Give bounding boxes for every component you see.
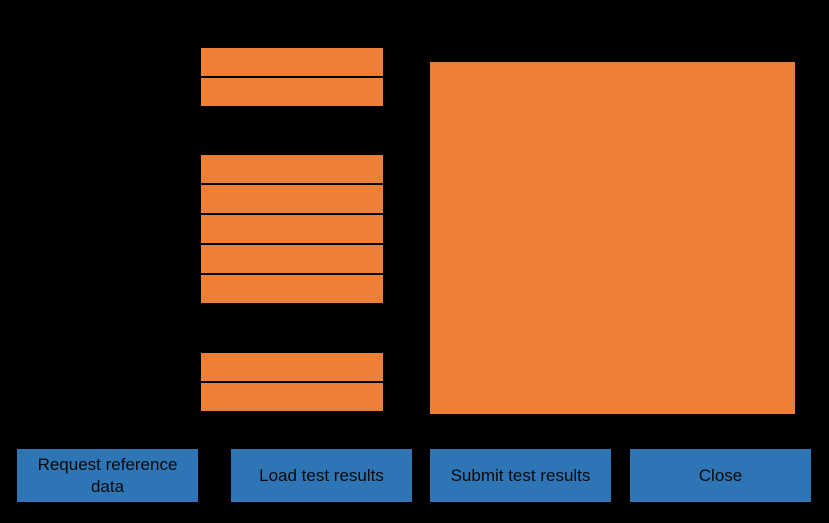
masked-field-row[interactable] xyxy=(201,353,383,381)
masked-field-row[interactable] xyxy=(201,185,383,213)
submit-test-results-button[interactable]: Submit test results xyxy=(430,449,611,502)
button-bar: Request reference data Load test results… xyxy=(0,440,829,523)
load-test-results-button[interactable]: Load test results xyxy=(231,449,412,502)
masked-field-row[interactable] xyxy=(201,275,383,303)
masked-field-row[interactable] xyxy=(201,383,383,411)
close-button[interactable]: Close xyxy=(630,449,811,502)
masked-field-row[interactable] xyxy=(201,78,383,106)
preview-panel[interactable] xyxy=(430,62,795,414)
masked-field-row[interactable] xyxy=(201,155,383,183)
masked-field-row[interactable] xyxy=(201,215,383,243)
request-reference-data-button[interactable]: Request reference data xyxy=(17,449,198,502)
lower-field-group xyxy=(201,353,383,411)
middle-field-group xyxy=(201,155,383,303)
masked-field-row[interactable] xyxy=(201,48,383,76)
upper-field-group xyxy=(201,48,383,106)
masked-field-row[interactable] xyxy=(201,245,383,273)
